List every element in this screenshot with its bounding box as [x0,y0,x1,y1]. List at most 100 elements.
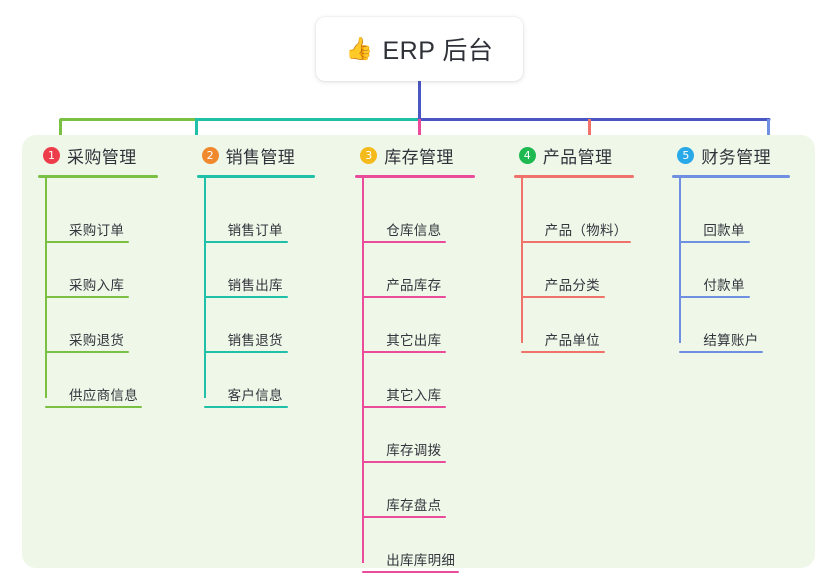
list-item-underline [45,351,129,353]
list-item-label: 采购退货 [69,333,125,348]
column-title-5: 财务管理 [701,147,771,167]
list-item[interactable]: 采购退货 [45,298,181,353]
list-item[interactable]: 供应商信息 [45,353,181,408]
list-item[interactable]: 采购入库 [45,243,181,298]
column-body-4: 产品（物料） 产品分类产品单位 [512,178,657,353]
column-header-1[interactable]: 1 采购管理 [36,135,181,175]
list-item[interactable]: 采购订单 [45,188,181,243]
list-item-underline [203,296,288,298]
list-item-label: 库存盘点 [386,498,442,513]
list-item-label: 其它入库 [386,388,442,403]
column-header-3[interactable]: 3 库存管理 [353,135,498,175]
column-badge-4: 4 [518,146,536,164]
list-item-underline [362,461,447,463]
list-item-underline [520,351,605,353]
root-node-card[interactable]: 👍 ERP 后台 [316,17,523,81]
list-item-label: 结算账户 [703,333,759,348]
list-item[interactable]: 产品（物料） [520,188,657,243]
column-rule-4 [513,175,634,178]
root-node-title: 👍 ERP 后台 [346,31,494,67]
list-item-label: 销售出库 [227,278,283,293]
list-item-underline [520,296,605,298]
list-item-underline [362,406,447,408]
list-item-underline [679,296,751,298]
column-spine-1 [45,178,47,398]
list-item-label: 库存调拨 [386,443,442,458]
column-badge-1: 1 [43,146,60,164]
list-item-label: 出库库明细 [386,553,456,568]
column-5: 5 财务管理回款单付款单结算账户 [656,135,815,353]
list-item-underline [362,516,447,518]
column-spine-4 [520,178,523,343]
list-item-underline [362,241,447,243]
list-item-label: 采购入库 [69,278,125,293]
list-item-underline [679,241,751,243]
list-item-label: 采购订单 [69,223,125,238]
list-item-underline [520,241,631,243]
column-badge-5: 5 [677,146,695,164]
list-item[interactable]: 客户信息 [203,353,340,408]
column-body-1: 采购订单采购入库采购退货供应商信息 [36,178,181,408]
column-badge-2: 2 [201,146,219,164]
list-item[interactable]: 仓库信息 [362,188,498,243]
column-title-4: 产品管理 [542,147,613,167]
column-header-4[interactable]: 4 产品管理 [512,135,657,175]
column-spine-3 [362,178,365,563]
list-item-label: 其它出库 [386,333,442,348]
list-item-underline [362,351,447,353]
list-item-label: 销售退货 [227,333,283,348]
column-rule-2 [196,175,315,178]
list-item-label: 销售订单 [227,223,283,238]
list-item[interactable]: 结算账户 [679,298,815,353]
list-item[interactable]: 销售出库 [203,243,340,298]
list-item[interactable]: 库存盘点 [362,463,498,518]
root-title-text: ERP 后台 [382,37,494,65]
list-item-underline [362,296,447,298]
column-body-5: 回款单付款单结算账户 [670,178,815,353]
thumbs-up-icon: 👍 [345,36,374,61]
column-spine-5 [679,178,682,343]
column-rule-1 [38,175,158,178]
column-title-1: 采购管理 [67,147,137,167]
list-item-label: 付款单 [703,278,745,293]
column-container: 1 采购管理采购订单采购入库采购退货供应商信息 2 销售管理销售订单销售出库销售退货客… [22,135,815,573]
list-item-label: 仓库信息 [386,223,442,238]
list-item-label: 产品单位 [544,333,600,348]
list-item[interactable]: 库存调拨 [362,408,498,463]
column-spine-2 [203,178,206,398]
list-item-label: 供应商信息 [69,388,138,403]
list-item[interactable]: 回款单 [679,188,815,243]
list-item-underline [203,406,288,408]
list-item-underline [45,241,129,243]
list-item[interactable]: 其它入库 [362,353,498,408]
list-item[interactable]: 产品分类 [520,243,657,298]
column-body-2: 销售订单销售出库销售退货客户信息 [195,178,340,408]
column-title-2: 销售管理 [225,147,296,167]
list-item-label: 产品（物料） [544,223,628,238]
list-item-label: 回款单 [703,223,745,238]
column-2: 2 销售管理销售订单销售出库销售退货客户信息 [181,135,340,408]
list-item-underline [362,571,460,573]
list-item[interactable]: 销售订单 [203,188,340,243]
list-item[interactable]: 销售退货 [203,298,340,353]
column-title-3: 库存管理 [384,147,454,167]
list-item[interactable]: 付款单 [679,243,815,298]
list-item-label: 客户信息 [227,388,283,403]
list-item-label: 产品分类 [544,278,600,293]
list-item-underline [203,241,288,243]
column-rule-5 [672,175,791,178]
column-1: 1 采购管理采购订单采购入库采购退货供应商信息 [22,135,181,408]
column-rule-3 [355,175,476,178]
column-header-5[interactable]: 5 财务管理 [670,135,815,175]
column-header-2[interactable]: 2 销售管理 [195,135,340,175]
column-body-3: 仓库信息产品库存其它出库其它入库库存调拨库存盘点出库库明细 [353,178,498,573]
list-item[interactable]: 其它出库 [362,298,498,353]
column-badge-3: 3 [360,146,378,164]
list-item[interactable]: 产品单位 [520,298,657,353]
list-item-underline [203,351,288,353]
list-item-underline [45,296,129,298]
list-item[interactable]: 产品库存 [362,243,498,298]
list-item[interactable]: 出库库明细 [362,518,498,573]
list-item-label: 产品库存 [386,278,442,293]
